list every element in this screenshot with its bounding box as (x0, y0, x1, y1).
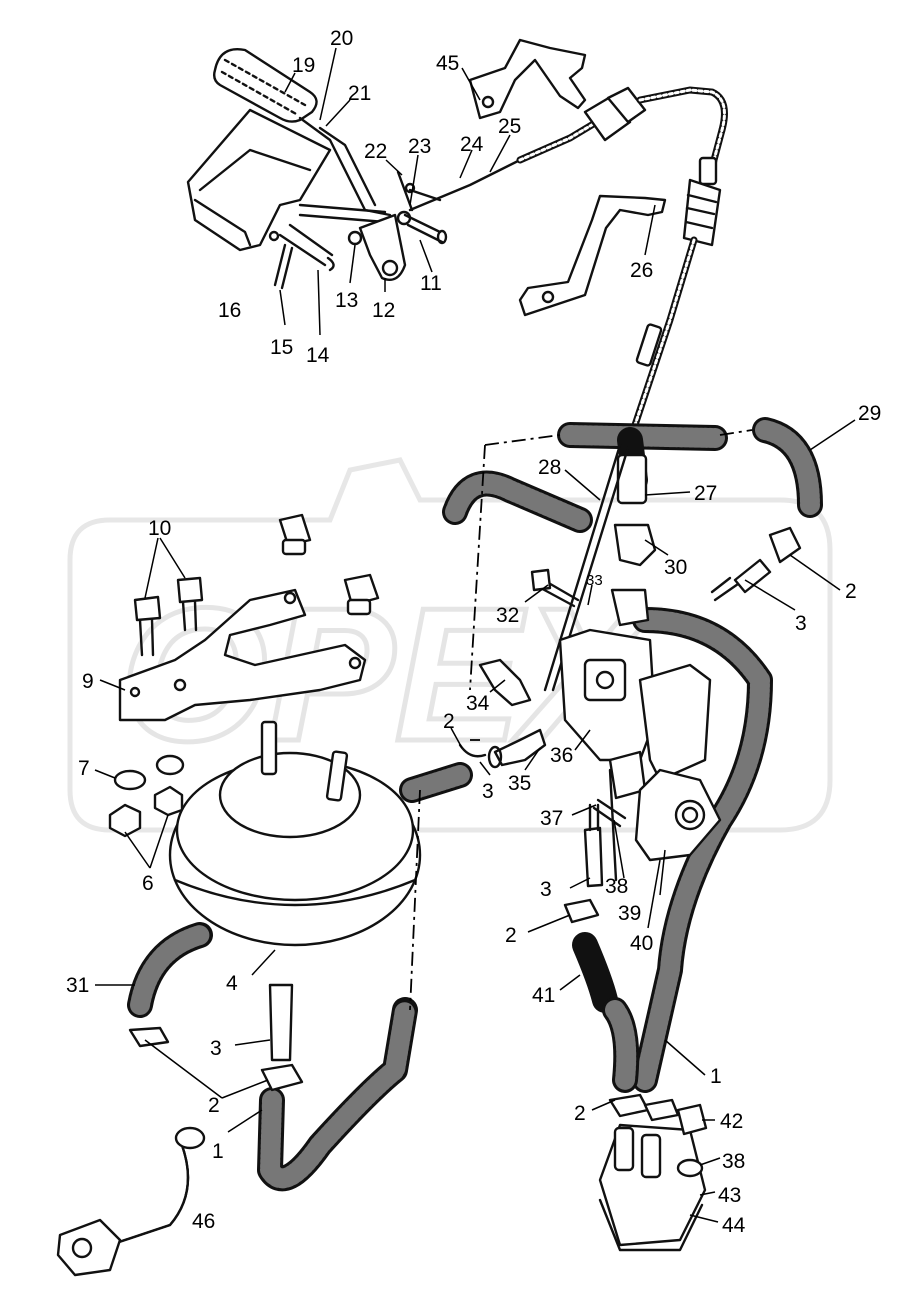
callout-44: 44 (722, 1214, 746, 1237)
callout-38-bottom: 38 (722, 1150, 745, 1173)
callout-6: 6 (142, 872, 154, 895)
base-block (598, 1093, 708, 1252)
callout-2-lower-left: 2 (208, 1094, 220, 1117)
callout-16: 16 (218, 299, 241, 322)
callout-34: 34 (466, 692, 490, 715)
callout-7: 7 (78, 757, 90, 780)
callout-36: 36 (550, 744, 573, 767)
leader-lines (94, 47, 856, 1223)
callout-3-lower-right: 3 (540, 878, 552, 901)
callout-25: 25 (498, 115, 521, 138)
assembly-line-left (409, 434, 561, 1011)
pedal-assembly (186, 48, 448, 290)
callout-3-mid: 3 (482, 780, 494, 803)
callout-21: 21 (348, 82, 371, 105)
callout-43: 43 (718, 1184, 741, 1207)
callout-46: 46 (192, 1210, 215, 1233)
callout-28: 28 (538, 456, 561, 479)
callout-24: 24 (460, 133, 484, 156)
cable-bracket-upper (468, 38, 587, 120)
callout-13: 13 (335, 289, 358, 312)
upper-hoses (442, 417, 823, 1093)
callout-14: 14 (306, 344, 330, 367)
callout-22: 22 (364, 140, 387, 163)
cable-bracket-lower (518, 194, 667, 317)
callout-37: 37 (540, 807, 563, 830)
callout-42: 42 (720, 1110, 743, 1133)
callout-26: 26 (630, 259, 653, 282)
callout-40: 40 (630, 932, 653, 955)
callout-9: 9 (82, 670, 94, 693)
assembly-line-right (719, 429, 753, 436)
callout-3-upper: 3 (795, 612, 807, 635)
callout-29: 29 (858, 402, 881, 425)
callout-15: 15 (270, 336, 293, 359)
callout-38-mid: 38 (605, 875, 628, 898)
vacuum-chamber (168, 720, 422, 947)
linkage-lever (358, 213, 407, 282)
callout-3-lower-left: 3 (210, 1037, 222, 1060)
callout-27: 27 (694, 482, 717, 505)
pivot-shaft (278, 223, 335, 272)
pedal-bracket (186, 108, 332, 252)
callout-19: 19 (292, 54, 315, 77)
callout-30: 30 (664, 556, 687, 579)
mounting-bracket (118, 588, 367, 722)
callout-31: 31 (66, 974, 89, 997)
callout-12: 12 (372, 299, 395, 322)
callout-41: 41 (532, 984, 555, 1007)
callout-2-mid: 2 (443, 710, 455, 733)
callout-39: 39 (618, 902, 641, 925)
callout-32: 32 (496, 604, 519, 627)
callout-2-bottom: 2 (574, 1102, 586, 1125)
callout-45: 45 (436, 52, 459, 75)
callout-35: 35 (508, 772, 531, 795)
callout-2-upper: 2 (845, 580, 857, 603)
callout-33: 33 (586, 572, 603, 589)
throttle-cable (408, 86, 728, 444)
valve-housing (558, 628, 722, 924)
callout-4: 4 (226, 972, 238, 995)
callout-23: 23 (408, 135, 431, 158)
callout-2-lower-right: 2 (505, 924, 517, 947)
callout-10: 10 (148, 517, 171, 540)
bolts-and-nuts (108, 513, 380, 838)
callout-1-right: 1 (710, 1065, 722, 1088)
pivot-pin (273, 243, 294, 290)
callout-1-left: 1 (212, 1140, 224, 1163)
fittings-upper (458, 443, 802, 769)
callout-11: 11 (420, 272, 442, 295)
callout-20: 20 (330, 27, 353, 50)
callouts: 20 19 21 45 25 24 23 22 26 11 12 13 16 1… (66, 27, 881, 1237)
